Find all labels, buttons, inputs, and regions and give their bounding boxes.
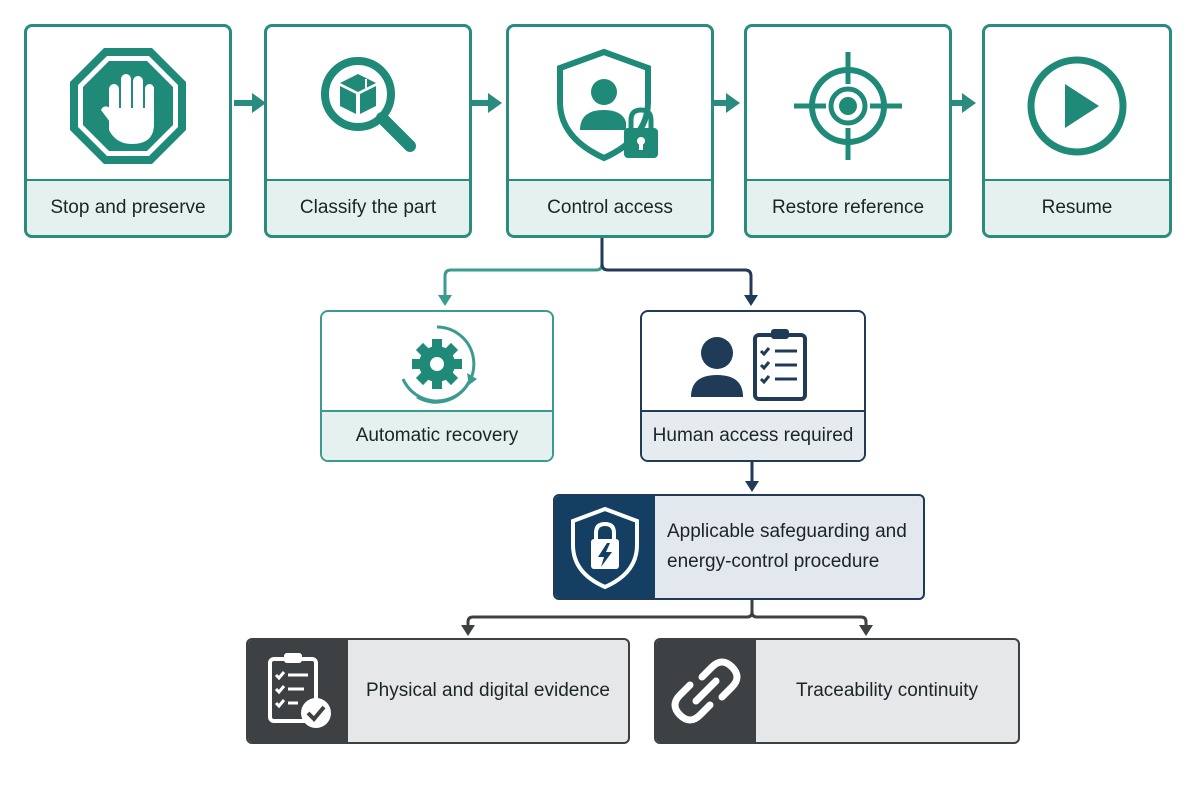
gear-cycle-icon (401, 325, 477, 404)
arrow-1 (252, 93, 266, 113)
branch-automatic-recovery[interactable]: Automatic recovery (320, 310, 554, 462)
step-resume[interactable]: Resume (982, 24, 1172, 238)
stop-hand-icon (70, 47, 186, 164)
crosshair-icon (794, 51, 902, 160)
clipboard-check-icon (268, 653, 331, 728)
play-circle-icon (1027, 56, 1127, 155)
step-label: Resume (985, 179, 1169, 235)
procedure-line-1: Applicable safeguarding and (667, 521, 907, 542)
safeguarding-procedure-box[interactable]: Applicable safeguarding and energy-contr… (553, 494, 925, 600)
output-label: Physical and digital evidence (366, 680, 610, 701)
step-label: Classify the part (267, 179, 469, 235)
output-physical-digital-evidence[interactable]: Physical and digital evidence (246, 638, 630, 744)
branch-human-access-required[interactable]: Human access required (640, 310, 866, 462)
chain-link-icon (671, 658, 741, 724)
branch-label: Automatic recovery (322, 410, 552, 460)
step-stop-and-preserve[interactable]: Stop and preserve (24, 24, 232, 238)
step-classify-the-part[interactable]: Classify the part (264, 24, 472, 238)
step-label: Stop and preserve (27, 179, 229, 235)
step-label: Control access (509, 179, 711, 235)
step-restore-reference[interactable]: Restore reference (744, 24, 952, 238)
branch-label: Human access required (642, 410, 864, 460)
magnifier-box-icon (321, 56, 416, 152)
step-label: Restore reference (747, 179, 949, 235)
shield-lock-bolt-icon (571, 506, 639, 589)
output-traceability-continuity[interactable]: Traceability continuity (654, 638, 1020, 744)
output-label: Traceability continuity (796, 680, 978, 701)
arrow-3 (726, 93, 740, 113)
arrow-4 (962, 93, 976, 113)
procedure-text: Applicable safeguarding and energy-contr… (667, 496, 915, 598)
step-control-access[interactable]: Control access (506, 24, 714, 238)
shield-user-lock-icon (557, 48, 658, 161)
person-clipboard-icon (691, 329, 807, 401)
procedure-line-2: energy-control procedure (667, 551, 880, 572)
arrow-2 (488, 93, 502, 113)
